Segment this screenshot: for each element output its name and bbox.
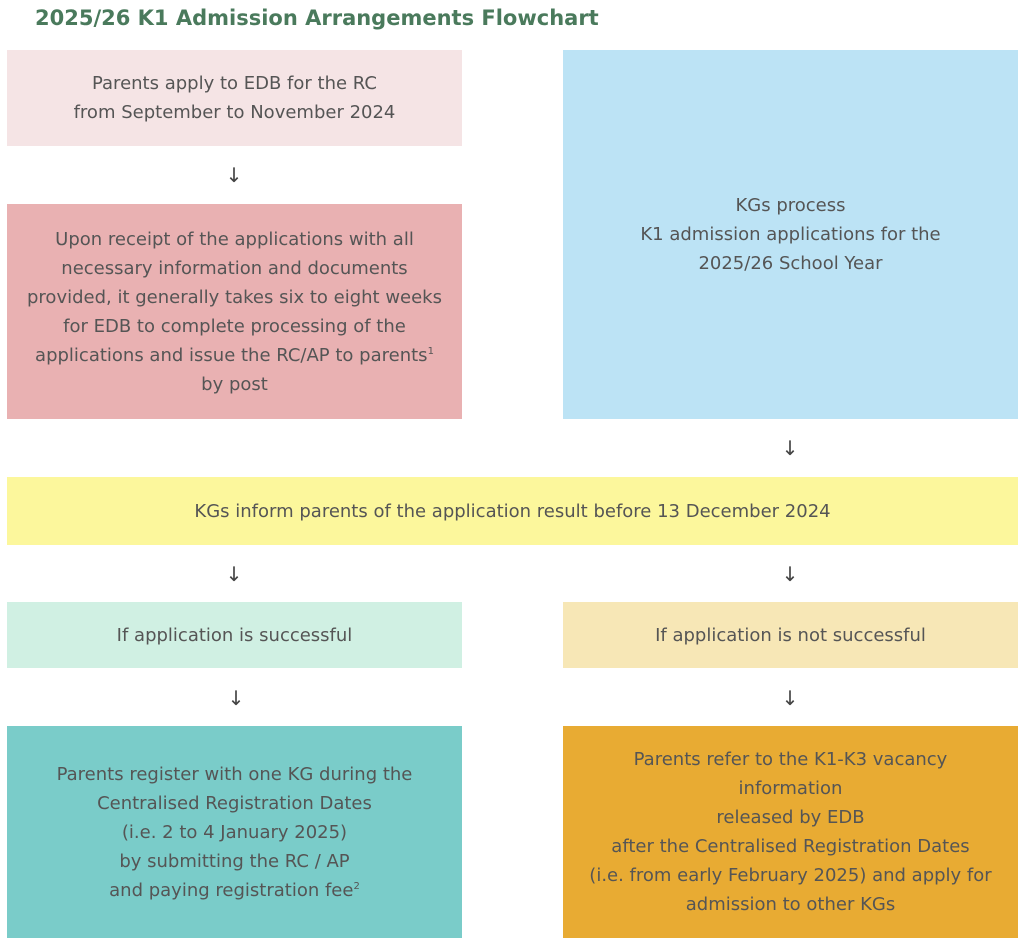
step-text-line: provided, it generally takes six to eigh… bbox=[27, 286, 442, 308]
step-vacancy-info: Parents refer to the K1-K3 vacancy infor… bbox=[563, 726, 1018, 938]
step-text-line: KGs inform parents of the application re… bbox=[194, 500, 831, 522]
step-edb-processing: Upon receipt of the applications with al… bbox=[7, 204, 462, 419]
step-apply-rc: Parents apply to EDB for the RC from Sep… bbox=[7, 50, 462, 146]
down-arrow-icon: ↓ bbox=[781, 686, 799, 710]
step-text-line: admission to other KGs bbox=[685, 894, 896, 915]
step-text-line: (i.e. from early February 2025) and appl… bbox=[589, 865, 992, 886]
step-text-line: Centralised Registration Dates bbox=[97, 792, 372, 814]
step-text-line: from September to November 2024 bbox=[73, 102, 396, 123]
step-text-line: for EDB to complete processing of the bbox=[63, 315, 406, 337]
step-text-line: information bbox=[738, 778, 843, 799]
down-arrow-icon: ↓ bbox=[225, 562, 243, 586]
footnote-marker: 1 bbox=[427, 345, 434, 357]
step-successful: If application is successful bbox=[7, 602, 462, 668]
footnote-marker: 2 bbox=[353, 880, 360, 892]
step-text-line: necessary information and documents bbox=[61, 257, 408, 279]
step-kg-process: KGs process K1 admission applications fo… bbox=[563, 50, 1018, 419]
step-register-kg: Parents register with one KG during the … bbox=[7, 726, 462, 938]
step-text-line: 2025/26 School Year bbox=[698, 253, 883, 274]
step-not-successful: If application is not successful bbox=[563, 602, 1018, 668]
step-text-line: Upon receipt of the applications with al… bbox=[55, 228, 414, 250]
step-text-line: by submitting the RC / AP bbox=[119, 850, 350, 872]
step-text-line: KGs process bbox=[735, 195, 846, 216]
step-text-line: (i.e. 2 to 4 January 2025) bbox=[121, 821, 348, 843]
step-text-line: Parents refer to the K1-K3 vacancy bbox=[633, 749, 948, 770]
step-text-line: Parents register with one KG during the bbox=[56, 763, 413, 785]
down-arrow-icon: ↓ bbox=[781, 562, 799, 586]
step-text-line: If application is successful bbox=[116, 624, 353, 646]
down-arrow-icon: ↓ bbox=[781, 436, 799, 460]
step-text-line: applications and issue the RC/AP to pare… bbox=[35, 344, 434, 366]
down-arrow-icon: ↓ bbox=[225, 163, 243, 187]
step-text-line: released by EDB bbox=[716, 807, 865, 828]
step-text-line: If application is not successful bbox=[655, 624, 926, 646]
step-text-line: and paying registration fee2 bbox=[109, 879, 360, 901]
step-inform-result: KGs inform parents of the application re… bbox=[7, 477, 1018, 545]
step-text-line: K1 admission applications for the bbox=[640, 224, 941, 245]
step-text-line: after the Centralised Registration Dates bbox=[611, 836, 970, 857]
down-arrow-icon: ↓ bbox=[227, 686, 245, 710]
page-title: 2025/26 K1 Admission Arrangements Flowch… bbox=[35, 6, 599, 30]
step-text-line: by post bbox=[201, 373, 268, 395]
step-text-line: Parents apply to EDB for the RC bbox=[91, 73, 377, 94]
